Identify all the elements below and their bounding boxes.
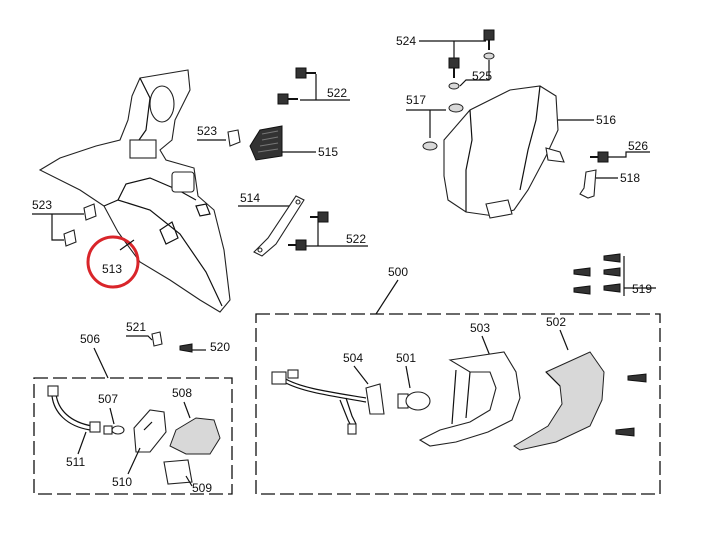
highlight-circle-513	[86, 235, 140, 289]
signal-housing-part[interactable]	[133, 409, 167, 453]
signal-lens-part[interactable]	[169, 417, 221, 455]
label-526[interactable]: 526	[628, 139, 648, 153]
label-506[interactable]: 506	[80, 332, 100, 346]
label-521[interactable]: 521	[126, 320, 146, 334]
label-522-top[interactable]: 522	[327, 86, 347, 100]
label-522-bottom[interactable]: 522	[346, 232, 366, 246]
label-519[interactable]: 519	[632, 282, 652, 296]
clip-nut-icon	[227, 129, 241, 147]
label-525[interactable]: 525	[472, 69, 492, 83]
label-503[interactable]: 503	[470, 321, 490, 335]
clip-nut-icon	[63, 203, 97, 247]
clip-nut-icon	[151, 331, 163, 347]
label-501[interactable]: 501	[396, 351, 416, 365]
label-515[interactable]: 515	[318, 145, 338, 159]
clip-part	[579, 169, 597, 199]
bolt-icon	[590, 151, 609, 163]
label-511[interactable]: 511	[66, 455, 85, 469]
assembly-frame-506	[33, 377, 233, 495]
screw-icon	[615, 373, 647, 437]
label-520[interactable]: 520	[210, 340, 230, 354]
license-bracket-part[interactable]	[253, 195, 305, 257]
light-bulb-part[interactable]	[397, 391, 431, 411]
screw-icon	[573, 253, 621, 295]
label-508[interactable]: 508	[172, 386, 192, 400]
leader-513	[119, 239, 135, 251]
label-510[interactable]: 510	[112, 475, 132, 489]
label-524[interactable]: 524	[396, 34, 416, 48]
label-517[interactable]: 517	[406, 93, 426, 107]
bolt-icon	[288, 211, 329, 251]
label-518[interactable]: 518	[620, 171, 640, 185]
signal-bulb-part[interactable]	[103, 425, 125, 435]
tail-light-housing-part[interactable]	[418, 351, 521, 447]
grommet-icon	[422, 103, 464, 151]
label-502[interactable]: 502	[546, 315, 566, 329]
bolt-icon	[277, 67, 316, 105]
signal-wire-part[interactable]	[47, 385, 101, 433]
label-507[interactable]: 507	[98, 392, 118, 406]
assembly-frame-500	[255, 313, 661, 495]
screw-icon	[179, 343, 193, 353]
label-523-top[interactable]: 523	[197, 124, 217, 138]
label-504[interactable]: 504	[343, 351, 363, 365]
tail-light-lens-part[interactable]	[513, 351, 605, 451]
label-513[interactable]: 513	[102, 262, 122, 276]
label-509[interactable]: 509	[192, 481, 212, 495]
signal-pad-part[interactable]	[163, 459, 193, 485]
front-fender-part[interactable]	[443, 85, 565, 219]
rear-fender-part[interactable]	[38, 69, 231, 313]
wire-harness-part[interactable]	[271, 369, 385, 435]
washer-icon	[448, 52, 495, 90]
label-500[interactable]: 500	[388, 265, 408, 279]
reflector-part[interactable]	[249, 125, 283, 161]
label-516[interactable]: 516	[596, 113, 616, 127]
bolt-icon	[448, 29, 495, 78]
label-514[interactable]: 514	[240, 191, 260, 205]
label-523-left[interactable]: 523	[32, 198, 52, 212]
